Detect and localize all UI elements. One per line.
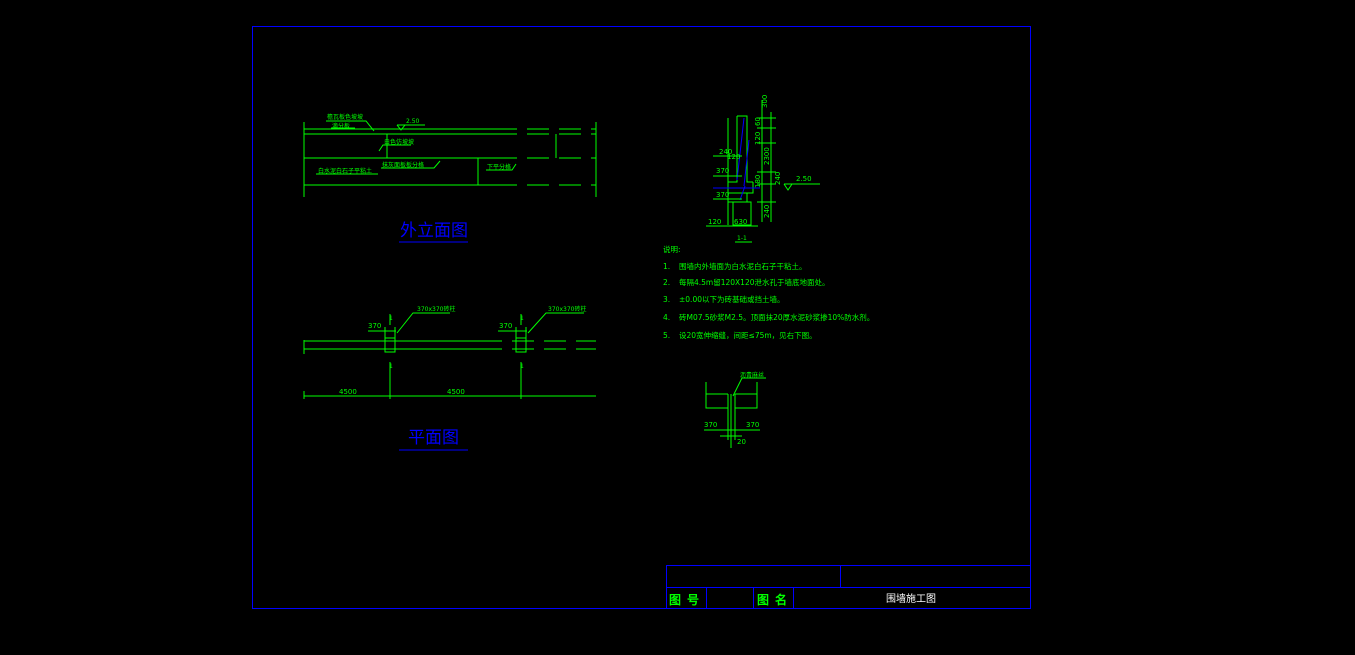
section-dim-r2: 120 xyxy=(754,132,762,145)
note-3-text: ±0.00以下为砖基础或挡土墙。 xyxy=(679,294,784,304)
notes-heading: 说明: xyxy=(663,244,681,254)
note-5-num: 5. xyxy=(663,331,670,340)
plan-title: 平面图 xyxy=(408,428,459,448)
plan-mark-a-bot: 1 xyxy=(389,363,393,370)
title-block-label-no: 图号 xyxy=(669,592,705,607)
elevation-view: 檐瓦板色坡坡 滴分板 2.50 白色仿坡坡 抹灰面板板分格 白水泥白石子平粘土 … xyxy=(303,113,597,243)
note-3-num: 3. xyxy=(663,295,670,304)
note-1-num: 1. xyxy=(663,262,670,271)
plan-pier-note-a: 370x370砖柱 xyxy=(417,305,455,313)
section-dim-240: 240 xyxy=(719,148,732,156)
title-block: 图号 图名 围墙施工图 xyxy=(666,565,1031,609)
section-dim-r4: 180 xyxy=(754,175,762,188)
sheet-frame xyxy=(252,26,1031,609)
section-dim-370: 370 xyxy=(716,167,729,175)
elevation-level-label: 2.50 xyxy=(406,118,420,125)
elevation-label-ground: 下平分格 xyxy=(487,163,511,171)
joint-dim-right: 370 xyxy=(746,421,759,429)
elevation-label-paint: 白色仿坡坡 xyxy=(384,138,414,146)
section-dim-r3: 2300 xyxy=(763,147,771,165)
note-2-num: 2. xyxy=(663,278,670,287)
notes-block: 说明: 1. 围墙内外墙面为白水泥白石子干粘土。 2. 每隔4.5m留120X1… xyxy=(663,244,874,340)
note-4-num: 4. xyxy=(663,313,670,322)
elevation-title: 外立面图 xyxy=(400,221,468,241)
section-dim-r5: 240 xyxy=(774,172,782,185)
section-view: 240 370 370 120 630 300 60 120 2300 180 … xyxy=(706,95,820,243)
joint-dim-left: 370 xyxy=(704,421,717,429)
plan-span-a: 4500 xyxy=(339,388,357,396)
elevation-label-finish: 白水泥白石子平粘土 xyxy=(318,167,372,175)
section-dim-r1: 60 xyxy=(754,117,762,126)
section-dim-370b: 370 xyxy=(716,191,729,199)
note-2-text: 每隔4.5m留120X120泄水孔于墙底地面处。 xyxy=(679,277,830,287)
elevation-label-drip: 滴分板 xyxy=(332,122,350,130)
section-level: 2.50 xyxy=(796,175,812,183)
section-label: 1-1 xyxy=(737,235,747,242)
title-block-label-name: 图名 xyxy=(757,592,793,607)
plan-span-b: 4500 xyxy=(447,388,465,396)
note-4-text: 砖M07.5砂浆M2.5。顶面抹20厚水泥砂浆掺10%防水剂。 xyxy=(679,312,874,322)
plan-pier-note-b: 370x370砖柱 xyxy=(548,305,586,313)
section-dim-120b: 120 xyxy=(708,218,721,226)
section-dim-120: 120 xyxy=(727,153,740,161)
section-dim-top: 300 xyxy=(761,95,769,108)
section-dim-630: 630 xyxy=(734,218,747,226)
joint-detail: 沥青麻丝 370 370 20 xyxy=(704,371,766,448)
title-block-drawing-name: 围墙施工图 xyxy=(886,592,936,605)
note-1-text: 围墙内外墙面为白水泥白石子干粘土。 xyxy=(679,261,807,271)
plan-view: 1 1 1 1 370x370砖柱 370x370砖柱 370 370 4500… xyxy=(303,305,596,451)
joint-note: 沥青麻丝 xyxy=(740,371,764,379)
note-5-text: 设20宽伸缩缝，间距≤75m，见右下图。 xyxy=(679,330,817,340)
plan-mark-b-top: 1 xyxy=(520,315,524,322)
elevation-label-plinth: 抹灰面板板分格 xyxy=(382,161,424,169)
plan-mark-b-bot: 1 xyxy=(520,363,524,370)
section-dim-r6: 240 xyxy=(763,205,771,218)
plan-dim-a: 370 xyxy=(368,322,381,330)
plan-dim-b: 370 xyxy=(499,322,512,330)
plan-mark-a-top: 1 xyxy=(389,315,393,322)
joint-dim-gap: 20 xyxy=(737,438,746,446)
elevation-label-coping: 檐瓦板色坡坡 xyxy=(327,113,363,121)
